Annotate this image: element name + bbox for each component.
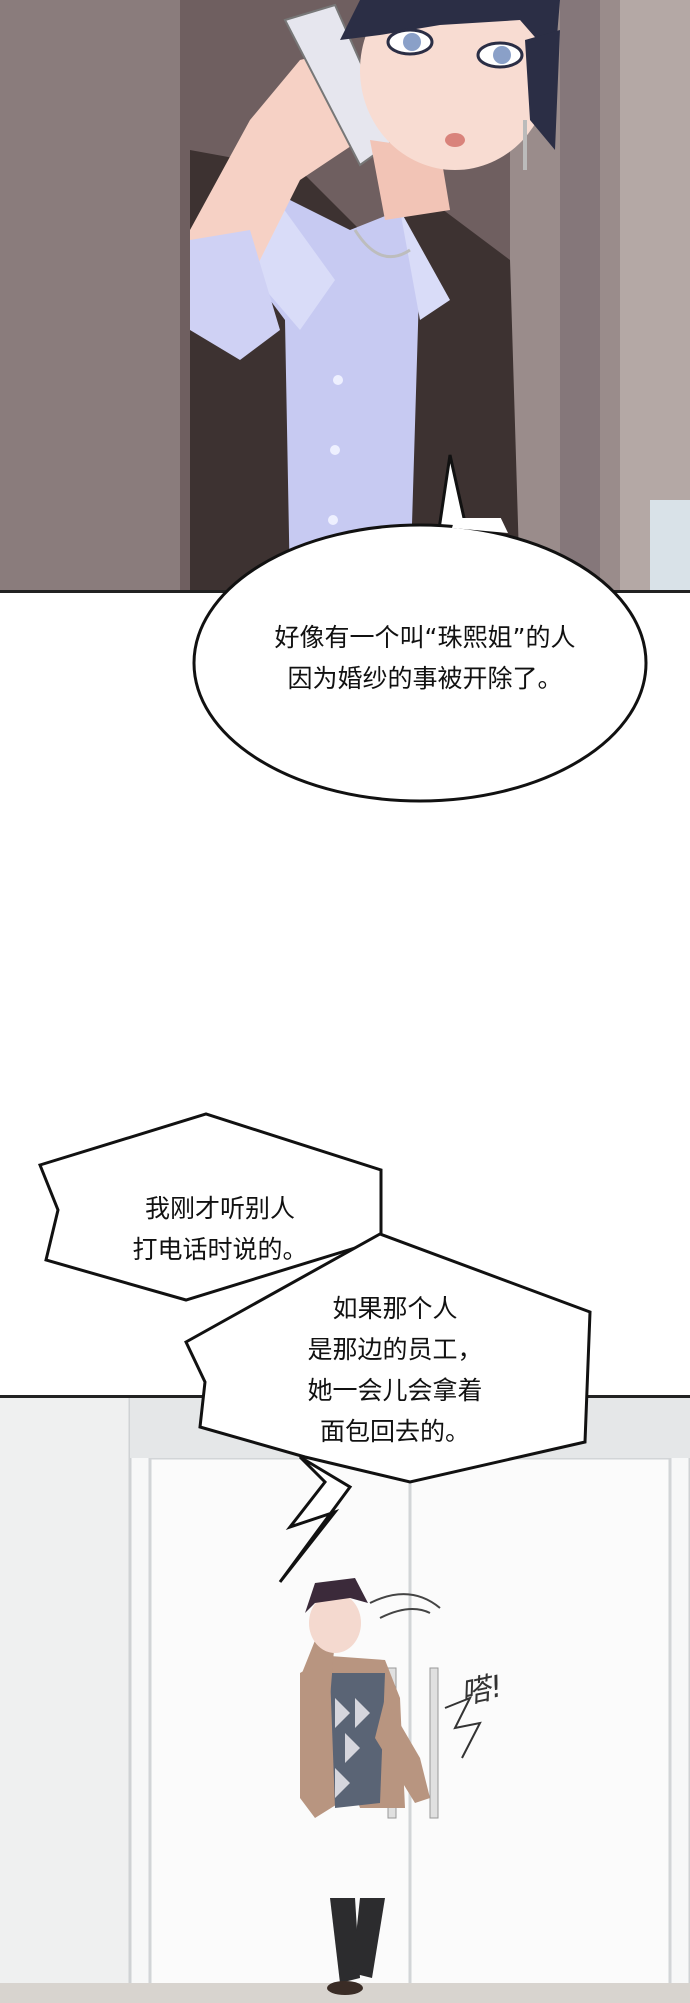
- bubble-lower-line-3: 她一会儿会拿着: [307, 1376, 483, 1405]
- woman-on-phone-illustration: [0, 0, 690, 590]
- speech-bubble-top-text: 好像有一个叫“珠熙姐”的人 因为婚纱的事被开除了。: [205, 617, 645, 699]
- bubble-lower-line-4: 面包回去的。: [319, 1417, 470, 1446]
- speech-bubble-middle-text: 我刚才听别人 打电话时说的。: [90, 1188, 350, 1270]
- man-at-door-illustration: [0, 1398, 690, 2003]
- sound-effect-text: 嗒!: [457, 1668, 506, 1712]
- speech-bubble-jagged-lower: [184, 1232, 592, 1583]
- bubble-lower-line-2: 是那边的员工，: [307, 1335, 483, 1364]
- comic-panel-bottom: [0, 1395, 690, 2003]
- speech-bubble-jagged-middle: [38, 1112, 383, 1302]
- bubble-lower-line-1: 如果那个人: [332, 1294, 458, 1323]
- bubble-middle-line-1: 我刚才听别人: [144, 1194, 295, 1223]
- speech-bubble-lower-text: 如果那个人 是那边的员工， 她一会儿会拿着 面包回去的。: [255, 1288, 535, 1452]
- bubble-top-line-2: 因为婚纱的事被开除了。: [287, 664, 563, 693]
- speech-bubble-oval-top: [192, 518, 648, 803]
- comic-panel-top: [0, 0, 690, 593]
- bubble-top-line-1: 好像有一个叫“珠熙姐”的人: [274, 623, 576, 652]
- bubble-middle-line-2: 打电话时说的。: [132, 1235, 308, 1264]
